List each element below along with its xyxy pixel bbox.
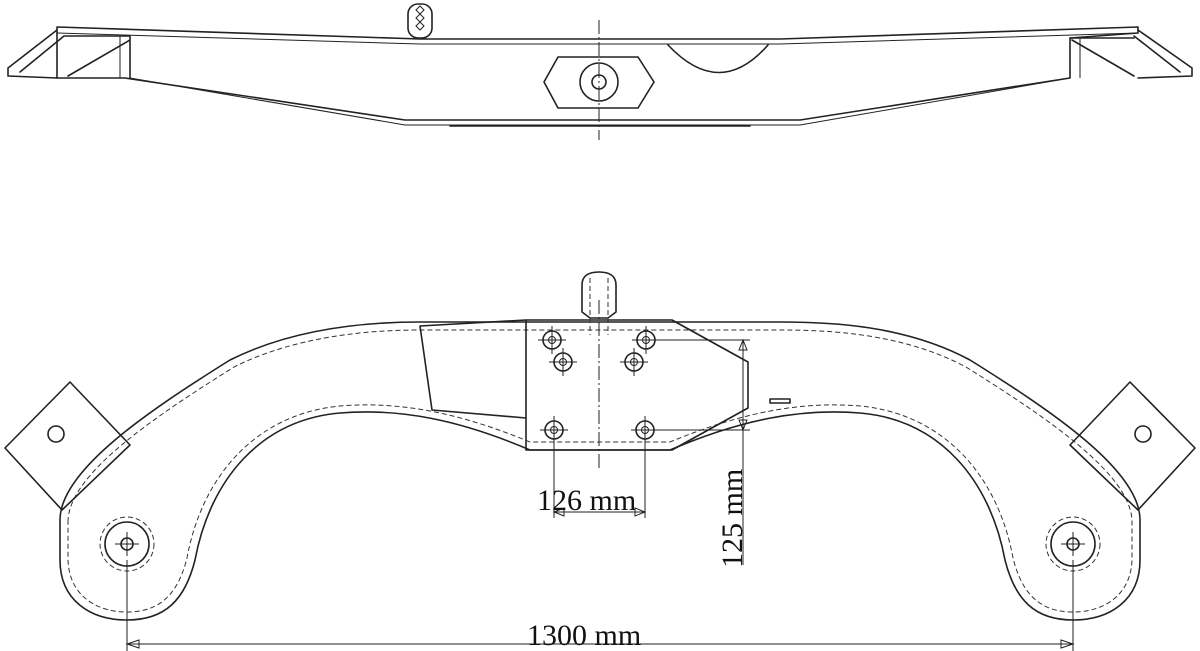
top-view-beam-outline <box>56 26 1139 121</box>
top-view-recess <box>667 44 769 74</box>
dimension-1300mm-label: 1300 mm <box>527 619 641 651</box>
top-view-tab <box>407 3 433 39</box>
bottom-view-outer-outline <box>59 321 1141 621</box>
dimension-126mm: 126 mm <box>537 440 647 518</box>
dimension-126mm-label: 126 mm <box>537 484 636 517</box>
bottom-view-left-bracket <box>4 381 131 511</box>
bottom-view-tab <box>581 271 617 319</box>
dimension-125mm: 125 mm <box>652 338 750 568</box>
bottom-view-left-bracket-hole <box>47 425 65 443</box>
center-mount-gusset <box>419 319 527 419</box>
top-view-center-boss <box>579 62 619 102</box>
dimension-125mm-label: 125 mm <box>716 469 749 568</box>
top-view-center-mount <box>543 56 655 109</box>
bottom-view: 126 mm 125 mm 1300 mm <box>4 271 1196 651</box>
top-view <box>7 3 1193 140</box>
bottom-view-right-bracket <box>1069 381 1196 511</box>
bottom-view-inner-outline <box>67 329 1133 613</box>
top-view-left-bracket <box>7 29 131 79</box>
bottom-view-slot <box>769 398 791 404</box>
dimension-1300mm: 1300 mm <box>125 560 1075 651</box>
top-view-right-bracket <box>1069 29 1193 79</box>
bottom-view-right-bracket-hole <box>1134 425 1152 443</box>
